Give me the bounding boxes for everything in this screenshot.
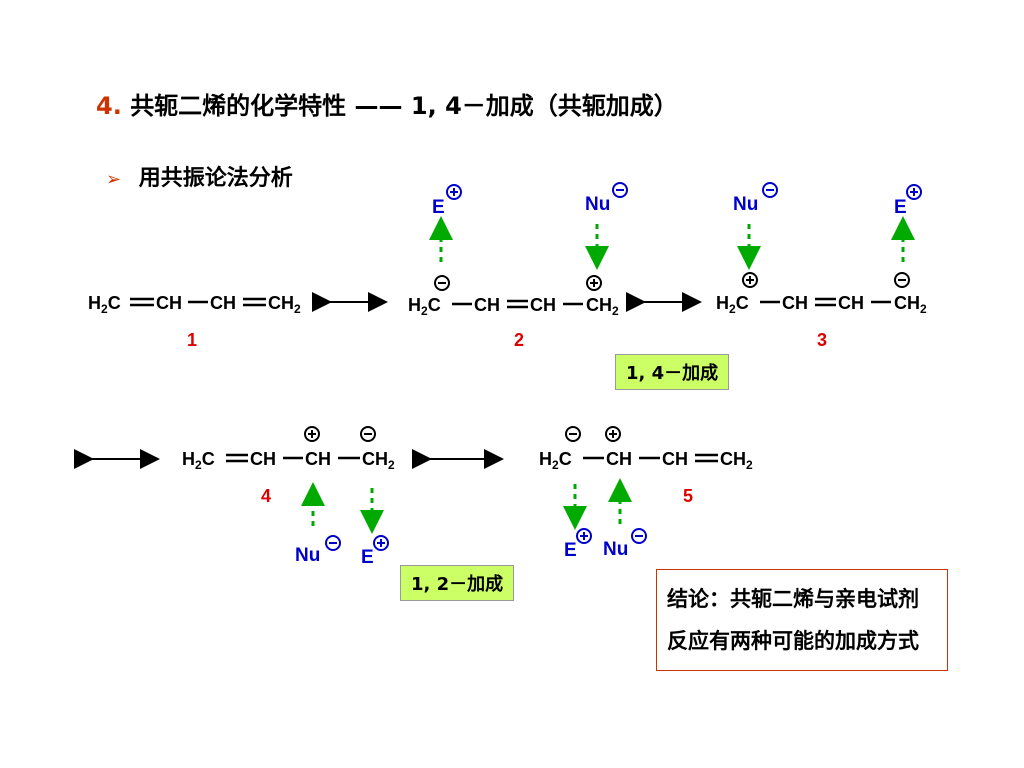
- structure-2-label: 2: [514, 330, 524, 350]
- plus-charge-icon: [373, 535, 389, 551]
- svg-text:CH: CH: [662, 449, 688, 469]
- page-title: 4. 共轭二烯的化学特性 —— 1, 4－加成（共轭加成）: [96, 86, 678, 121]
- minus-charge-icon: [360, 426, 376, 442]
- minus-charge-icon: [434, 275, 450, 291]
- bullet-arrow-icon: ➢: [106, 169, 122, 190]
- svg-text:CH: CH: [156, 293, 182, 313]
- svg-text:CH2: CH2: [362, 449, 395, 472]
- structure-1: H2C CH CH CH2 1: [88, 293, 301, 350]
- svg-text:CH2: CH2: [586, 295, 619, 318]
- nucleophile-label: Nu: [295, 545, 320, 566]
- minus-charge-icon: [894, 272, 910, 288]
- structure-3: H2C CH CH CH2 Nu E 3: [716, 182, 927, 350]
- svg-text:H2C: H2C: [88, 293, 121, 316]
- structure-4-label: 4: [261, 486, 271, 506]
- svg-text:CH: CH: [305, 449, 331, 469]
- minus-charge-icon: [631, 528, 647, 544]
- bullet-text: 用共振论法分析: [138, 166, 293, 191]
- electrophile-label: E: [894, 197, 907, 218]
- svg-text:CH: CH: [606, 449, 632, 469]
- structure-2: H2C CH CH CH2 E Nu 2: [408, 182, 628, 350]
- plus-charge-icon: [742, 272, 758, 288]
- structure-1-label: 1: [187, 330, 197, 350]
- conclusion-box: 结论：共轭二烯与亲电试剂反应有两种可能的加成方式: [656, 569, 948, 671]
- svg-text:CH2: CH2: [894, 293, 927, 316]
- structure-3-label: 3: [817, 330, 827, 350]
- plus-charge-icon: [576, 528, 592, 544]
- svg-text:H2C: H2C: [408, 295, 441, 318]
- plus-charge-icon: [605, 426, 621, 442]
- svg-text:H2C: H2C: [182, 449, 215, 472]
- structure-4: H2C CH CH CH2 Nu E 4: [182, 426, 395, 568]
- minus-charge-icon: [565, 426, 581, 442]
- electrophile-label: E: [361, 547, 374, 568]
- plus-charge-icon: [304, 426, 320, 442]
- plus-charge-icon: [586, 275, 602, 291]
- title-number: 4.: [96, 92, 122, 120]
- svg-text:H2C: H2C: [539, 449, 572, 472]
- svg-text:CH: CH: [210, 293, 236, 313]
- nucleophile-label: Nu: [585, 194, 610, 215]
- nucleophile-label: Nu: [733, 194, 758, 215]
- bullet-line: ➢ 用共振论法分析: [106, 160, 293, 192]
- svg-text:CH: CH: [838, 293, 864, 313]
- svg-text:CH2: CH2: [720, 449, 753, 472]
- svg-text:CH2: CH2: [268, 293, 301, 316]
- svg-text:CH: CH: [474, 295, 500, 315]
- title-text: 共轭二烯的化学特性 —— 1, 4－加成（共轭加成）: [130, 92, 678, 120]
- svg-text:CH: CH: [782, 293, 808, 313]
- minus-charge-icon: [612, 182, 628, 198]
- badge-14-addition: 1, 4－加成: [615, 354, 730, 390]
- structure-5: H2C CH CH CH2 E Nu 5: [539, 426, 753, 561]
- minus-charge-icon: [762, 182, 778, 198]
- svg-text:H2C: H2C: [716, 293, 749, 316]
- electrophile-label: E: [432, 197, 445, 218]
- svg-text:CH: CH: [250, 449, 276, 469]
- nucleophile-label: Nu: [603, 539, 628, 560]
- badge-12-addition: 1, 2－加成: [400, 565, 515, 601]
- structure-5-label: 5: [683, 486, 693, 506]
- plus-charge-icon: [906, 184, 922, 200]
- electrophile-label: E: [564, 540, 577, 561]
- svg-text:CH: CH: [530, 295, 556, 315]
- minus-charge-icon: [325, 535, 341, 551]
- plus-charge-icon: [446, 184, 462, 200]
